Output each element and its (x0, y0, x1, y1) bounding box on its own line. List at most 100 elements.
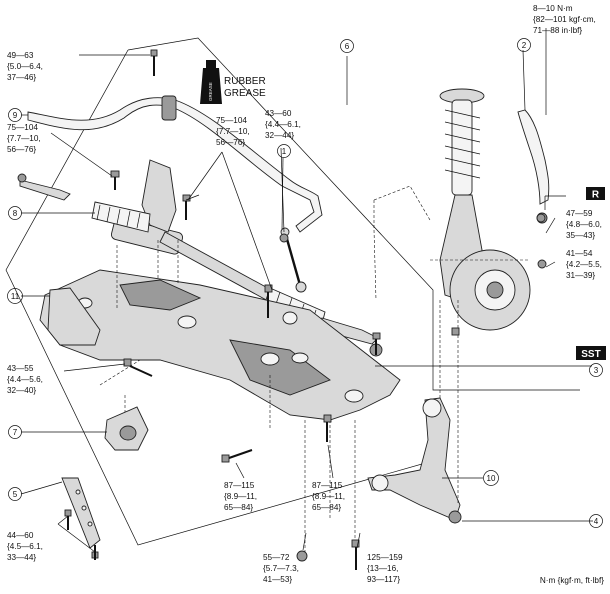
svg-text:71—88 in·lbf}: 71—88 in·lbf} (533, 26, 582, 35)
svg-text:41—54: 41—54 (566, 249, 593, 258)
nut (537, 259, 547, 269)
svg-text:41—53}: 41—53} (263, 575, 292, 584)
front-lower-arm (367, 397, 462, 524)
torque-label-t8: 43—55 {4.4—5.6, 32—40} (7, 364, 43, 395)
bolt (150, 49, 158, 76)
nut (296, 550, 308, 562)
svg-text:49—63: 49—63 (7, 51, 34, 60)
bolt (182, 194, 191, 220)
engine-mount-rubber (104, 406, 149, 451)
leader-lines (20, 28, 593, 553)
svg-text:{8.9—11,: {8.9—11, (312, 492, 345, 501)
svg-text:{4.4—5.6,: {4.4—5.6, (7, 375, 43, 384)
bolt (323, 414, 332, 442)
svg-text:8—10 N·m: 8—10 N·m (533, 4, 573, 13)
torque-labels: 8—10 N·m {82—101 kgf·cm, 71—88 in·lbf} 4… (7, 4, 602, 584)
svg-text:{82—101 kgf·cm,: {82—101 kgf·cm, (533, 15, 596, 24)
svg-text:{4.5—6.1,: {4.5—6.1, (7, 542, 43, 551)
bolt (91, 545, 99, 560)
svg-text:43—55: 43—55 (7, 364, 34, 373)
callout-5: 5 (8, 487, 22, 501)
torque-label-t1: 8—10 N·m {82—101 kgf·cm, 71—88 in·lbf} (533, 4, 596, 35)
svg-text:8: 8 (13, 209, 18, 218)
svg-text:6: 6 (345, 42, 350, 51)
crossmember-bracket (47, 287, 101, 346)
svg-text:{4.8—6.0,: {4.8—6.0, (566, 220, 602, 229)
callout-10: 10 (483, 470, 499, 486)
svg-text:93—117}: 93—117} (367, 575, 400, 584)
bolt (221, 449, 253, 463)
svg-text:33—44}: 33—44} (7, 553, 36, 562)
svg-text:43—60: 43—60 (265, 109, 292, 118)
svg-text:125—159: 125—159 (367, 553, 403, 562)
callout-1: 1 (277, 144, 291, 158)
svg-text:32—44}: 32—44} (265, 131, 294, 140)
assembly-boundary (5, 37, 580, 546)
bolt (372, 332, 381, 355)
svg-text:{4.2—5.5,: {4.2—5.5, (566, 260, 602, 269)
svg-text:55—72: 55—72 (263, 553, 290, 562)
svg-text:3: 3 (594, 366, 599, 375)
svg-text:47—59: 47—59 (566, 209, 593, 218)
svg-text:44—60: 44—60 (7, 531, 34, 540)
torque-label-t10: 87—115 {8.9—11, 65—84} (312, 481, 345, 512)
svg-text:{4.4—6.1,: {4.4—6.1, (265, 120, 301, 129)
svg-text:87—115: 87—115 (224, 481, 255, 490)
svg-text:{7.7—10,: {7.7—10, (216, 127, 250, 136)
callout-2: 2 (517, 38, 531, 52)
svg-text:{5.7—7.3,: {5.7—7.3, (263, 564, 299, 573)
torque-label-t6: 47—59 {4.8—6.0, 35—43} (566, 209, 602, 240)
callout-8: 8 (8, 206, 22, 220)
grease-tube-icon: GREASE (200, 60, 222, 104)
callout-3: 3 (589, 363, 603, 377)
svg-text:7: 7 (13, 428, 18, 437)
svg-text:1: 1 (282, 147, 287, 156)
svg-text:56—76}: 56—76} (216, 138, 245, 147)
stabilizer-bar (27, 95, 323, 233)
svg-text:65—84}: 65—84} (224, 503, 253, 512)
svg-text:11: 11 (11, 292, 20, 301)
nut (279, 233, 289, 243)
svg-text:75—104: 75—104 (216, 116, 247, 125)
callout-6: 6 (340, 39, 354, 53)
torque-label-t11: 44—60 {4.5—6.1, 33—44} (7, 531, 43, 562)
svg-text:65—84}: 65—84} (312, 503, 341, 512)
svg-text:35—43}: 35—43} (566, 231, 595, 240)
bolt (123, 358, 153, 377)
svg-text:{13—16,: {13—16, (367, 564, 398, 573)
svg-text:31—39}: 31—39} (566, 271, 595, 280)
callout-4: 4 (589, 514, 603, 528)
torque-label-t9: 87—115 {8.9—11, 65—84} (224, 481, 257, 512)
bolt (110, 170, 120, 190)
torque-label-t13: 125—159 {13—16, 93—117} (367, 553, 403, 584)
torque-label-t12: 55—72 {5.7—7.3, 41—53} (263, 553, 299, 584)
bolt (264, 284, 273, 318)
torque-label-t2: 49—63 {5.0—6.4, 37—46} (7, 51, 43, 82)
svg-text:{8.9—11,: {8.9—11, (224, 492, 257, 501)
svg-text:{7.7—10,: {7.7—10, (7, 134, 41, 143)
svg-text:RUBBER: RUBBER (224, 76, 266, 87)
bolt (64, 509, 72, 530)
svg-text:37—46}: 37—46} (7, 73, 36, 82)
svg-text:SST: SST (581, 349, 600, 360)
reinforcement-plate (61, 477, 101, 549)
svg-text:5: 5 (13, 490, 18, 499)
grease-tube-text: GREASE (208, 82, 213, 101)
fasteners (64, 49, 547, 570)
torque-label-t4: 75—104 {7.7—10, 56—76} (7, 123, 41, 154)
svg-text:GREASE: GREASE (224, 88, 266, 99)
torque-label-t7: 41—54 {4.2—5.5, 31—39} (566, 249, 602, 280)
rubber-grease-label: RUBBER GREASE (224, 76, 266, 99)
svg-text:R: R (592, 190, 600, 201)
torque-label-t3: 43—60 {4.4—6.1, 32—44} (265, 109, 301, 140)
callout-7: 7 (8, 425, 22, 439)
callout-11: 11 (7, 288, 23, 304)
nut (536, 213, 546, 223)
svg-text:{5.0—6.4,: {5.0—6.4, (7, 62, 43, 71)
callouts: 1 2 3 4 5 6 7 8 9 10 11 (7, 38, 603, 528)
svg-text:56—76}: 56—76} (7, 145, 36, 154)
callout-9: 9 (8, 108, 22, 122)
front-knuckle-hub (449, 212, 548, 331)
svg-text:4: 4 (594, 517, 599, 526)
guide-lines (99, 185, 530, 555)
